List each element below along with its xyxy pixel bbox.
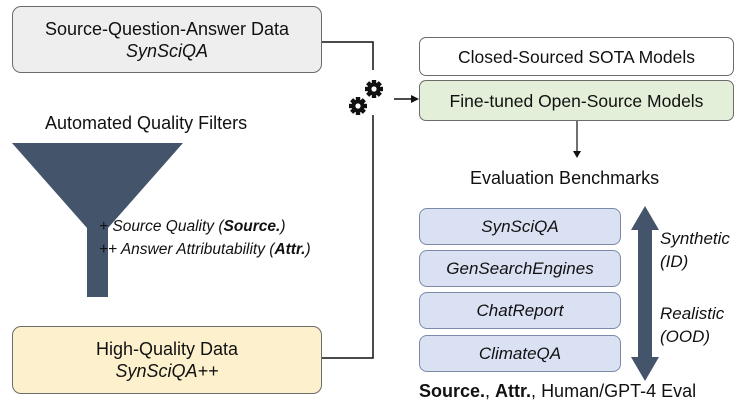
- filter-criterion-source: + Source Quality (Source.): [99, 217, 286, 237]
- realistic-label: Realistic: [660, 304, 725, 323]
- high-quality-data-box: High-Quality Data SynSciQA++: [12, 326, 322, 394]
- hq-data-dataset: SynSciQA++: [115, 361, 219, 381]
- filter-label: Automated Quality Filters: [45, 113, 248, 133]
- criterion-1-suffix: ): [280, 218, 286, 235]
- criterion-2-prefix: ++ Answer Attributability (: [99, 241, 275, 258]
- hq-connector: [322, 115, 374, 359]
- source-data-dataset: SynSciQA: [125, 40, 209, 61]
- gear-icon: [365, 80, 383, 98]
- criterion-1-abbrev: Source.: [223, 218, 281, 235]
- source-connector: [322, 41, 374, 70]
- eval-arrow-head: [573, 151, 581, 158]
- hq-data-title: High-Quality Data: [95, 339, 239, 359]
- source-data-box: Source-Question-Answer Data SynSciQA: [12, 6, 322, 73]
- metric-sep-2: ,: [531, 381, 542, 401]
- evaluation-title: Evaluation Benchmarks: [470, 168, 660, 188]
- finetuned-models-box: Fine-tuned Open-Source Models: [419, 80, 734, 121]
- benchmark-item: ChatReport: [419, 292, 621, 329]
- metric-human-gpt4: Human/GPT-4 Eval: [541, 381, 697, 401]
- benchmark-item: GenSearchEngines: [419, 250, 621, 287]
- evaluation-metrics: Source., Attr., Human/GPT-4 Eval: [419, 379, 696, 403]
- source-data-title: Source-Question-Answer Data: [44, 18, 290, 39]
- closed-models-box: Closed-Sourced SOTA Models: [419, 37, 734, 76]
- double-arrow-icon: [631, 206, 659, 381]
- synthetic-id-label: (ID): [660, 252, 689, 271]
- benchmark-item: SynSciQA: [419, 208, 621, 245]
- criterion-2-abbrev: Attr.: [274, 241, 306, 258]
- criterion-2-suffix: ): [305, 241, 311, 258]
- metric-attr: Attr.: [495, 381, 532, 401]
- training-arrow-head: [411, 95, 419, 103]
- criterion-1-prefix: + Source Quality (: [99, 218, 224, 235]
- synthetic-label: Synthetic: [660, 229, 730, 248]
- metric-source: Source.: [419, 381, 486, 401]
- metric-sep-1: ,: [485, 381, 496, 401]
- realistic-ood-label: (OOD): [660, 327, 711, 346]
- closed-models-label: Closed-Sourced SOTA Models: [457, 46, 695, 67]
- benchmark-item: ClimateQA: [419, 335, 621, 372]
- funnel-icon: [12, 143, 183, 297]
- gear-icon: [349, 97, 367, 115]
- finetuned-models-label: Fine-tuned Open-Source Models: [449, 90, 704, 111]
- filter-criterion-attr: ++ Answer Attributability (Attr.): [99, 240, 311, 260]
